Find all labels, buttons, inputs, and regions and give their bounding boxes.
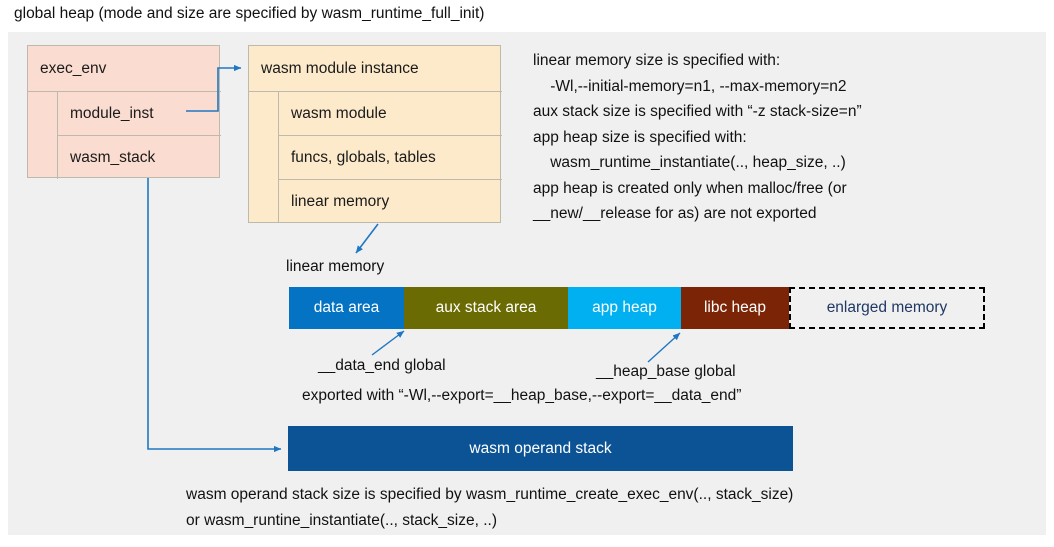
wasm-module-instance-box: wasm module instance wasm module funcs, … — [248, 45, 502, 223]
page-title: global heap (mode and size are specified… — [14, 5, 485, 22]
module-field-linear-memory: linear memory — [278, 180, 502, 223]
module-field-funcs-globals-tables: funcs, globals, tables — [278, 136, 502, 180]
memory-segment-aux-stack-area: aux stack area — [404, 287, 568, 329]
operand-stack-note: wasm operand stack size is specified by … — [186, 486, 794, 529]
memory-segment-data-area: data area — [289, 287, 404, 329]
annotation-data-end: __data_end global — [318, 357, 446, 374]
exec-env-box: exec_env module_inst wasm_stack — [27, 45, 221, 179]
exec-env-field-module-inst: module_inst — [57, 92, 221, 136]
linear-memory-note: linear memory size is specified with: -W… — [533, 52, 862, 222]
wasm-operand-stack-box: wasm operand stack — [288, 426, 793, 471]
memory-segment-enlarged-memory: enlarged memory — [789, 287, 985, 329]
memory-segment-app-heap: app heap — [568, 287, 681, 329]
wasm-module-instance-header: wasm module instance — [249, 46, 502, 92]
exec-env-header: exec_env — [28, 46, 221, 92]
linear-memory-label: linear memory — [286, 258, 385, 275]
annotation-exported-with: exported with “-Wl,--export=__heap_base,… — [302, 387, 742, 404]
annotation-heap-base: __heap_base global — [596, 363, 736, 380]
module-field-wasm-module: wasm module — [278, 92, 502, 136]
exec-env-field-wasm-stack: wasm_stack — [57, 136, 221, 179]
memory-segment-libc-heap: libc heap — [681, 287, 789, 329]
